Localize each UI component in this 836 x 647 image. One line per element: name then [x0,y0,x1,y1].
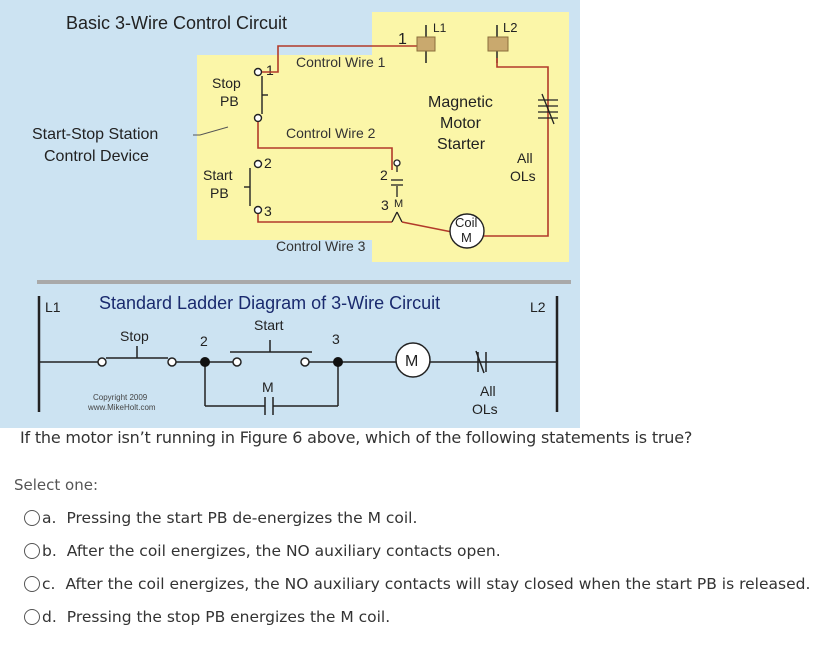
option-c[interactable]: c. After the coil energizes, the NO auxi… [24,575,810,593]
start-pb-label-1: Start [203,167,233,183]
control-wire-3 [257,214,392,223]
all-ols-top-2: OLs [510,168,536,184]
option-b-text[interactable]: After the coil energizes, the NO auxilia… [66,542,501,560]
ladder-node-2-label: 2 [200,333,208,349]
control-wire-3-label: Control Wire 3 [276,238,366,254]
station-pointer [193,126,229,136]
ladder-ols-label-1: All [480,383,496,399]
node-3-station: 3 [264,203,272,219]
aux-contact [391,159,403,223]
option-c-letter: c. [42,575,56,593]
option-a-letter: a. [42,509,57,527]
ladder-node-2 [200,357,210,367]
station-label-line1: Start-Stop Station [32,126,158,143]
ladder-node-3-label: 3 [332,331,340,347]
coil-label-2: M [461,230,472,245]
option-d[interactable]: d. Pressing the stop PB energizes the M … [24,608,390,626]
l2-terminal [487,25,509,63]
copyright-line-1: Copyright 2009 [93,393,148,402]
option-d-text[interactable]: Pressing the stop PB energizes the M coi… [66,608,391,626]
l1-top-label: L1 [433,21,447,35]
l1-terminal [416,25,436,63]
radio-b[interactable] [24,543,40,559]
coil-m [449,213,485,249]
control-wire-2 [257,122,393,170]
circuit-figure: Basic 3-Wire Control Circuit Start-Stop … [0,0,580,428]
stop-pushbutton [253,67,268,123]
figure-title: Basic 3-Wire Control Circuit [66,13,287,33]
ladder-ols-label-2: OLs [472,401,498,417]
ladder-start-label: Start [254,317,284,333]
separator [37,280,571,284]
ladder-stop-label: Stop [120,328,149,344]
start-pushbutton [244,159,263,215]
ladder-node-3 [333,357,343,367]
ladder-coil-label: M [405,353,418,370]
option-d-letter: d. [42,608,57,626]
all-ols-top-1: All [517,150,533,166]
ladder-coil [395,342,431,378]
ladder-l2-label: L2 [530,299,546,315]
starter-label-1: Magnetic [428,94,493,111]
node-2-starter: 2 [380,167,388,183]
option-b[interactable]: b. After the coil energizes, the NO auxi… [24,542,501,560]
ladder-rung [39,340,557,415]
overload-contacts [538,93,558,125]
node-1-station: 1 [266,62,274,78]
ladder-l1-label: L1 [45,299,61,315]
starter-label-3: Starter [437,136,486,153]
node-2-station: 2 [264,155,272,171]
radio-d[interactable] [24,609,40,625]
stop-pb-label-1: Stop [212,75,241,91]
l2-top-label: L2 [503,20,517,35]
question-text: If the motor isn’t running in Figure 6 a… [20,428,693,447]
starter-label-2: Motor [440,115,482,132]
radio-a[interactable] [24,510,40,526]
copyright-line-2: www.MikeHolt.com [87,403,156,412]
stop-pb-label-2: PB [220,93,239,109]
control-wire-2-label: Control Wire 2 [286,125,376,141]
control-wire-1-label: Control Wire 1 [296,54,386,70]
option-b-letter: b. [42,542,57,560]
l2-to-coil-wire [480,58,549,237]
start-pb-label-2: PB [210,185,229,201]
control-wire-1 [262,45,418,73]
station-label-line2: Control Device [44,148,149,165]
option-c-text[interactable]: After the coil energizes, the NO auxilia… [65,575,811,593]
ladder-aux-label: M [262,379,274,395]
ladder-title: Standard Ladder Diagram of 3-Wire Circui… [99,293,440,313]
coil-label-1: Coil [455,215,478,230]
select-one-label: Select one: [14,476,99,494]
radio-c[interactable] [24,576,40,592]
node-1-starter: 1 [398,31,407,48]
aux-m-label: M [394,198,403,210]
node-3-starter: 3 [381,197,389,213]
option-a[interactable]: a. Pressing the start PB de-energizes th… [24,509,417,527]
option-a-text[interactable]: Pressing the start PB de-energizes the M… [66,509,418,527]
